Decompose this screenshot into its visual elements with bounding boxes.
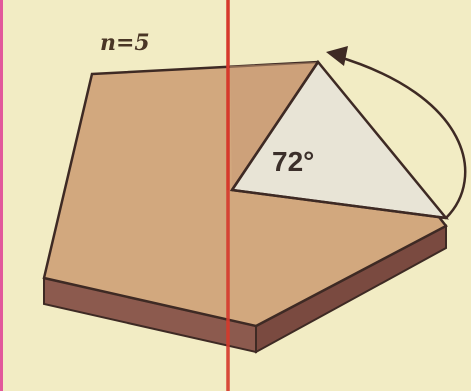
rotation-arc-arrow xyxy=(335,54,467,219)
arrowhead-icon xyxy=(326,46,348,66)
radius-line-top xyxy=(230,61,320,191)
left-border-stripe xyxy=(0,0,3,391)
n-label: n=5 xyxy=(100,30,150,56)
radius-line-right xyxy=(231,188,447,220)
angle-label: 72° xyxy=(272,146,314,177)
